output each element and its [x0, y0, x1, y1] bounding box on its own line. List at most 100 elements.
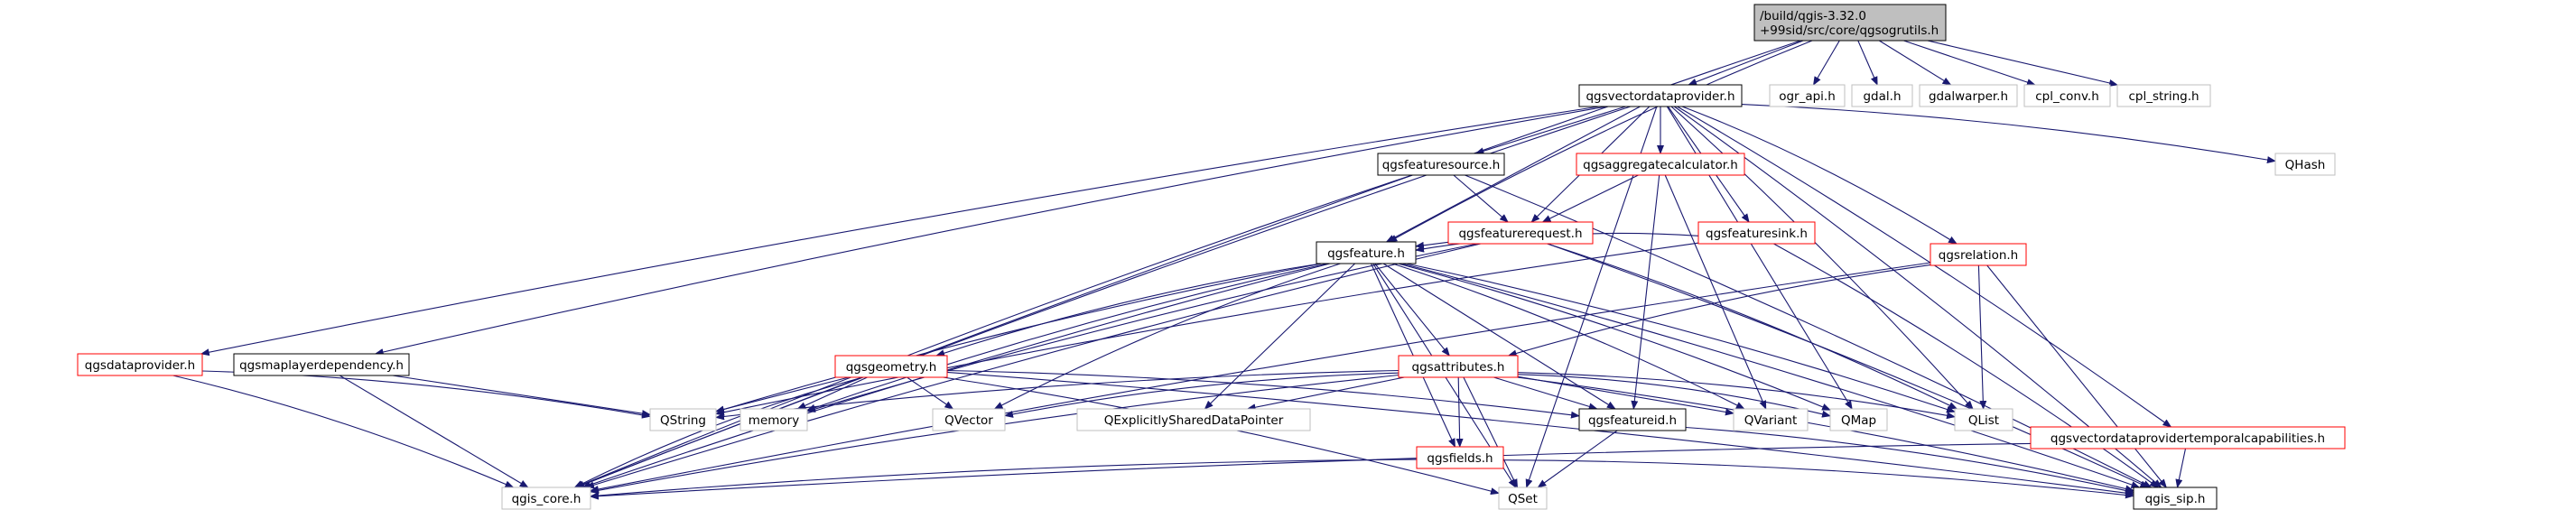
edge-root-to-cpl_string: [1927, 40, 2118, 87]
edge-attributes-to-fields: [1455, 376, 1464, 448]
node-qgis_sip-box: [2133, 487, 2218, 510]
edge-attributes-to-qesdp: [1246, 376, 1405, 412]
node-ogr_api-box: [1769, 84, 1846, 107]
node-relation[interactable]: qgsrelation.h: [1930, 243, 2027, 266]
node-qgis_sip[interactable]: qgis_sip.h: [2133, 487, 2218, 510]
node-qset-label: QSet: [1508, 492, 1538, 506]
node-qgis_core: qgis_core.h: [501, 487, 591, 510]
node-qset: QSet: [1498, 487, 1548, 510]
node-gdalwarper-label: gdalwarper.h: [1929, 89, 2008, 104]
node-geometry[interactable]: qgsgeometry.h: [834, 355, 948, 378]
edge-root-to-vdp: [1688, 40, 1804, 86]
edge-root-to-gdal: [1857, 40, 1878, 86]
node-memory: memory: [739, 408, 808, 431]
node-vdptc-label: qgsvectordataprovidertemporalcapabilitie…: [2051, 431, 2325, 446]
node-vdp[interactable]: qgsvectordataprovider.h: [1578, 84, 1743, 107]
edge-geometry-to-qgis_core: [573, 376, 863, 488]
node-attributes[interactable]: qgsattributes.h: [1398, 355, 1519, 378]
edge-relation-to-attributes: [1507, 264, 1931, 357]
node-featuresource-box: [1377, 153, 1505, 176]
node-cpl_conv: cpl_conv.h: [2023, 84, 2111, 107]
node-maplayerdep-box: [233, 353, 410, 376]
node-qhash-box: [2274, 153, 2336, 176]
edge-vdptc-to-qgis_sip: [2175, 448, 2187, 488]
edge-fields-to-qgis_core: [590, 459, 1418, 500]
edge-feature-to-qlist: [1406, 263, 1956, 413]
edge-relation-to-qlist: [1977, 264, 1987, 410]
node-fields-label: qgsfields.h: [1427, 451, 1493, 466]
node-memory-label: memory: [749, 413, 799, 428]
node-qmap: QMap: [1829, 408, 1888, 431]
node-vdptc-box: [2030, 426, 2346, 449]
edge-featuresink-to-qstring: [715, 242, 1699, 416]
edge-feature-to-qgis_core: [581, 263, 1331, 488]
node-feature[interactable]: qgsfeature.h: [1316, 241, 1417, 264]
node-cpl_conv-label: cpl_conv.h: [2035, 89, 2099, 104]
node-qgis_sip-label: qgis_sip.h: [2145, 492, 2206, 506]
node-featurerequest[interactable]: qgsfeaturerequest.h: [1447, 221, 1594, 245]
node-featureid[interactable]: qgsfeatureid.h: [1578, 408, 1687, 431]
edge-featuresink-to-qgis_sip: [1773, 243, 2159, 488]
edge-feature-to-attributes: [1374, 263, 1450, 357]
node-cpl_string-label: cpl_string.h: [2128, 89, 2199, 104]
edge-feature-to-qesdp: [1204, 263, 1355, 410]
edge-vdp-to-qmap: [1666, 106, 1853, 410]
node-qesdp-label: QExplicitlySharedDataPointer: [1104, 413, 1284, 428]
edge-relation-to-qgis_core: [590, 262, 1931, 493]
node-qlist-box: [1954, 408, 2013, 431]
edge-attributes-to-qset: [1463, 376, 1519, 488]
edge-vdp-to-relation: [1681, 106, 1958, 245]
node-attributes-box: [1398, 355, 1519, 378]
node-featuresource[interactable]: qgsfeaturesource.h: [1377, 153, 1505, 176]
node-cpl_conv-box: [2023, 84, 2111, 107]
edge-vdp-to-featuresource: [1474, 106, 1626, 155]
edge-featurerequest-to-qgis_core: [585, 243, 1482, 489]
node-qhash: QHash: [2274, 153, 2336, 176]
node-qstring-box: [649, 408, 717, 431]
node-root[interactable]: /build/qgis-3.32.0+99sid/src/core/qgsogr…: [1753, 4, 1947, 42]
node-qvector: QVector: [932, 408, 1006, 431]
node-featureid-label: qgsfeatureid.h: [1588, 413, 1677, 428]
node-qvector-box: [932, 408, 1006, 431]
node-maplayerdep-label: qgsmaplayerdependency.h: [239, 358, 404, 373]
edge-attributes-to-qgis_sip: [1517, 376, 2134, 493]
edge-feature-to-geometry: [935, 263, 1321, 357]
edge-attributes-to-qstring: [715, 369, 1400, 421]
node-qmap-label: QMap: [1841, 413, 1876, 428]
node-dataprovider[interactable]: qgsdataprovider.h: [77, 353, 203, 376]
edge-root-to-cpl_conv: [1903, 40, 2036, 86]
edge-attributes-to-qgis_core: [590, 374, 1400, 495]
edge-feature-to-qstring: [715, 263, 1323, 413]
node-fields[interactable]: qgsfields.h: [1416, 446, 1504, 469]
node-qesdp-box: [1076, 408, 1311, 431]
edge-geometry-to-memory: [796, 376, 868, 410]
node-vdp-label: qgsvectordataprovider.h: [1586, 89, 1734, 104]
node-root-label: /build/qgis-3.32.0: [1760, 9, 1866, 23]
node-qvariant-box: [1733, 408, 1809, 431]
node-gdal: gdal.h: [1851, 84, 1913, 107]
edge-featureid-to-qset: [1537, 430, 1618, 488]
edge-featurerequest-to-qgis_sip: [1547, 243, 2150, 488]
node-ogr_api: ogr_api.h: [1769, 84, 1846, 107]
node-qstring: QString: [649, 408, 717, 431]
edge-featuresource-to-qgis_core: [574, 174, 1413, 488]
node-ogr_api-label: ogr_api.h: [1779, 89, 1836, 104]
node-geometry-box: [834, 355, 948, 378]
edge-attributes-to-featureid: [1493, 376, 1598, 411]
edge-maplayerdep-to-qgis_core: [339, 375, 529, 488]
edge-geometry-to-qvector: [907, 376, 954, 410]
edge-vdp-to-vdptc: [1677, 106, 2172, 428]
node-aggcalc-label: qgsaggregatecalculator.h: [1583, 158, 1738, 172]
edge-vdptc-to-qgis_core: [590, 442, 2032, 500]
node-gdal-label: gdal.h: [1863, 89, 1901, 104]
node-root-label: +99sid/src/core/qgsogrutils.h: [1760, 23, 1939, 38]
node-gdalwarper-box: [1919, 84, 2018, 107]
node-qlist-label: QList: [1968, 413, 1999, 428]
node-maplayerdep[interactable]: qgsmaplayerdependency.h: [233, 353, 410, 376]
node-featuresink[interactable]: qgsfeaturesink.h: [1697, 221, 1816, 245]
node-qvector-label: QVector: [944, 413, 993, 428]
node-vdptc[interactable]: qgsvectordataprovidertemporalcapabilitie…: [2030, 426, 2346, 449]
edge-fields-to-qgis_sip: [1502, 459, 2134, 499]
node-aggcalc[interactable]: qgsaggregatecalculator.h: [1576, 153, 1745, 176]
